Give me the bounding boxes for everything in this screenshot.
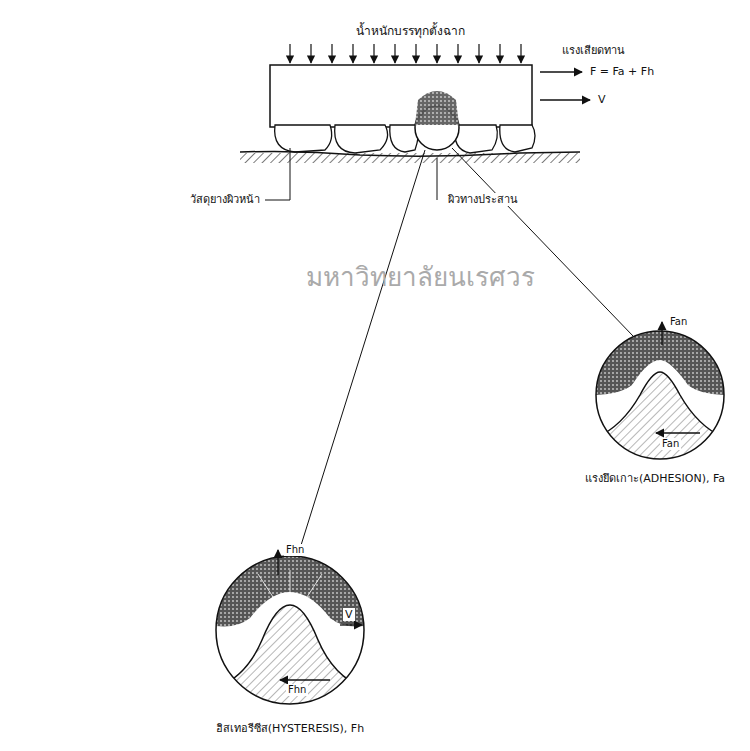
load-label: น้ำหนักบรรทุกตั้งฉาก: [354, 24, 467, 38]
load-arrow: [352, 44, 353, 63]
force-label: Fan: [668, 316, 689, 328]
friction-label: แรงเสียดทาน: [560, 44, 627, 57]
velocity-label: V: [690, 393, 698, 406]
load-arrow: [436, 44, 437, 63]
load-arrow: [394, 44, 395, 63]
force-label: Fhn: [286, 684, 308, 696]
force-label: Fhn: [284, 544, 306, 556]
load-arrow: [415, 44, 416, 63]
load-arrow: [478, 44, 479, 63]
force-label: Fan: [660, 438, 681, 450]
load-arrow: [457, 44, 458, 63]
load-arrow: [520, 44, 521, 63]
road-label: ผิวทางประสาน: [446, 193, 520, 206]
watermark: มหาวิทยาลัยนเรศวร: [306, 262, 535, 293]
load-arrow: [331, 44, 332, 63]
load-arrow: [289, 44, 290, 63]
load-arrow: [310, 44, 311, 63]
force-equation: F = Fa + Fh: [588, 65, 656, 78]
velocity-label: V: [343, 608, 355, 621]
velocity-label: V: [596, 93, 608, 106]
load-arrow: [373, 44, 374, 63]
hysteresis-caption: ฮิสเทอรีซีส(HYSTERESIS), Fh: [214, 722, 366, 735]
adhesion-caption: แรงยึดเกาะ(ADHESION), Fa: [583, 472, 727, 485]
load-arrow: [499, 44, 500, 63]
material-label: วัสดุยางผิวหน้า: [188, 193, 262, 206]
